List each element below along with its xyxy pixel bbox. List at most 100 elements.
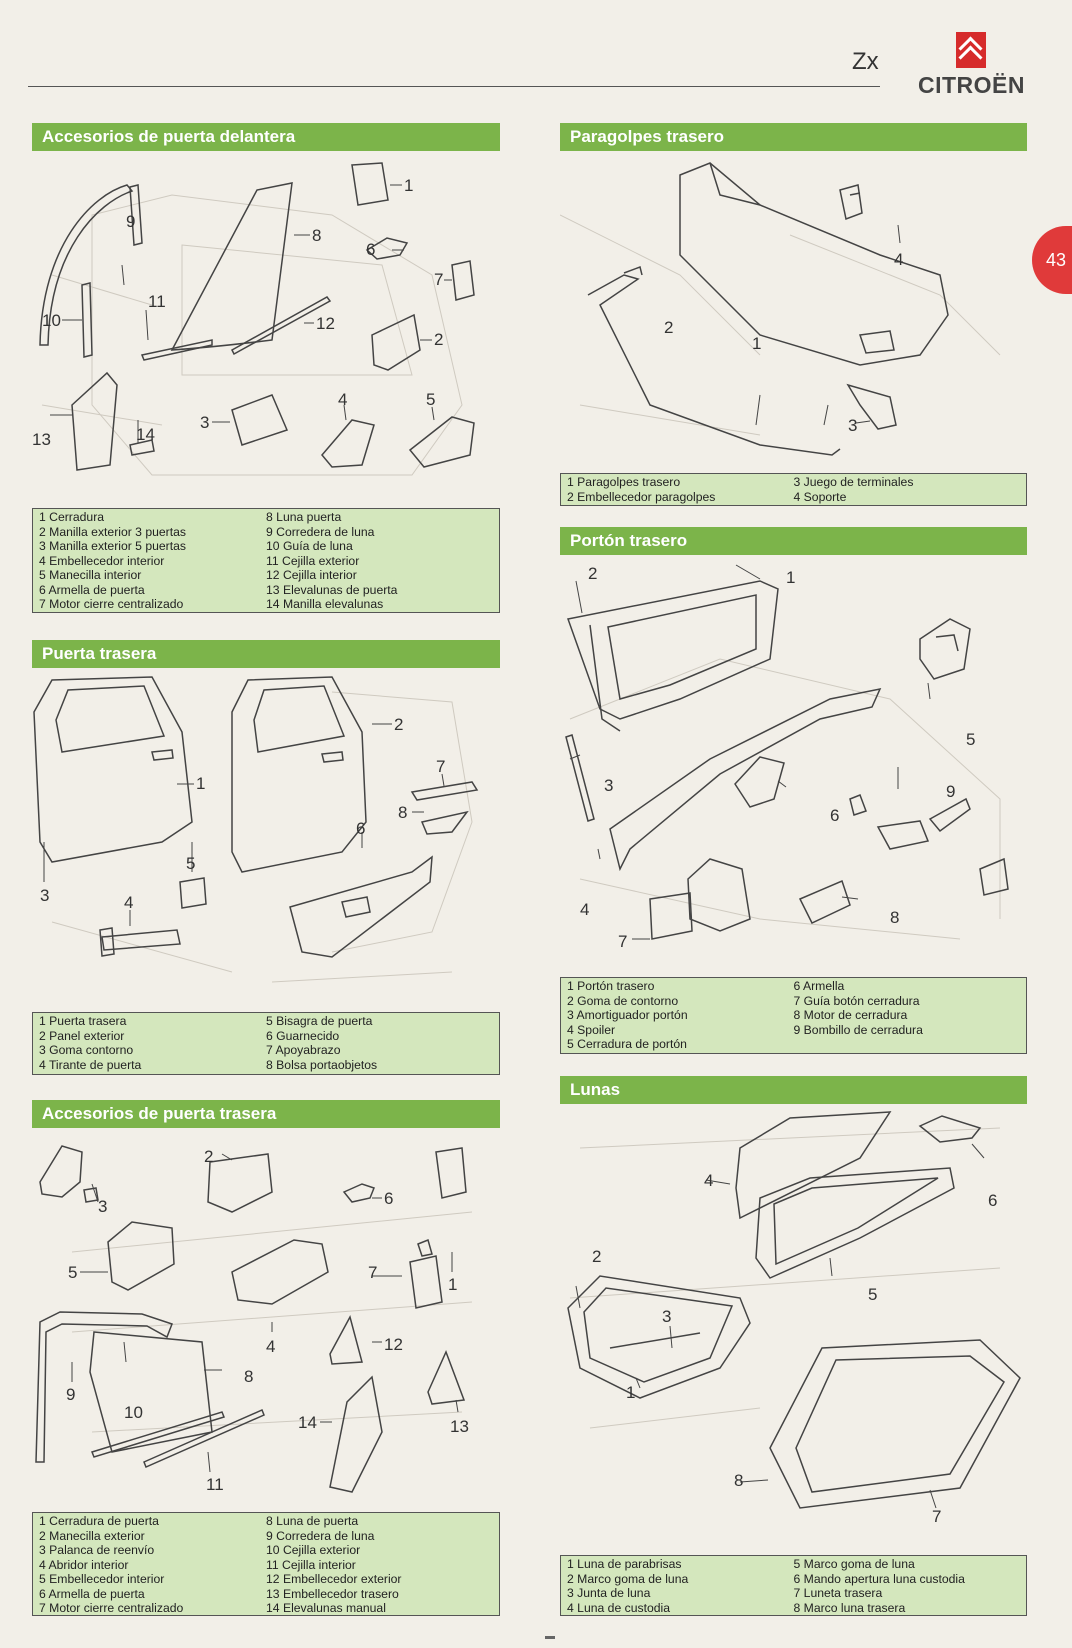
legend-item: 11 Cejilla exterior (266, 553, 360, 568)
legend-item: 4 Luna de custodia (567, 1600, 670, 1615)
callout-8: 8 (244, 1367, 253, 1386)
legend-item: 12 Cejilla interior (266, 568, 357, 582)
legend-column-left: 1 Cerradura 2 Manilla exterior 3 puertas… (39, 510, 266, 611)
callout-3: 3 (40, 886, 49, 905)
legend-item: 6 Armella de puerta (39, 1586, 145, 1601)
rear-bumper-diagram: 1 2 3 4 (560, 155, 1027, 469)
legend-item: 1 Paragolpes trasero (567, 475, 681, 489)
callout-9: 9 (66, 1385, 75, 1404)
legend-item: 1 Cerradura de puerta (39, 1514, 159, 1528)
callout-4: 4 (580, 900, 589, 919)
callout-6: 6 (830, 806, 839, 825)
legend-item: 4 Embellecedor interior (39, 553, 165, 568)
legend-column-left: 1 Cerradura de puerta 2 Manecilla exteri… (39, 1514, 266, 1615)
legend-item: 3 Manilla exterior 5 puertas (39, 539, 186, 553)
callout-7: 7 (368, 1263, 377, 1282)
legend-item: 2 Embellecedor paragolpes (567, 489, 716, 504)
legend-item: 5 Bisagra de puerta (266, 1014, 373, 1028)
legend-item: 7 Motor cierre centralizado (39, 1601, 184, 1615)
legend-item: 13 Elevalunas de puerta (266, 582, 398, 597)
legend-item: 2 Manilla exterior 3 puertas (39, 524, 186, 539)
callout-2: 2 (204, 1147, 213, 1166)
callout-10: 10 (42, 311, 61, 330)
legend-item: 11 Cejilla interior (266, 1557, 356, 1572)
section-title-rear-door-accessories: Accesorios de puerta trasera (32, 1100, 500, 1128)
legend-item: 8 Marco luna trasera (793, 1600, 906, 1615)
legend-item: 9 Bombillo de cerradura (793, 1022, 923, 1037)
callout-10: 10 (124, 1403, 143, 1422)
legend-item: 3 Palanca de reenvío (39, 1543, 155, 1557)
legend-item: 7 Motor cierre centralizado (39, 597, 184, 611)
legend-item: 4 Tirante de puerta (39, 1057, 142, 1072)
rear-door-accessories-diagram: 1 2 3 4 5 6 7 8 9 10 11 12 13 14 (32, 1132, 500, 1508)
legend-column-right: 5 Marco goma de luna 6 Mando apertura lu… (793, 1557, 1021, 1615)
legend-item: 1 Cerradura (39, 510, 105, 524)
rear-door-diagram: 1 2 3 4 5 6 7 8 (32, 672, 500, 1007)
legend-item: 5 Embellecedor interior (39, 1572, 165, 1586)
callout-2: 2 (588, 564, 597, 583)
legend-item: 8 Luna de puerta (266, 1514, 359, 1528)
legend-item: 5 Marco goma de luna (793, 1557, 915, 1571)
legend-item: 3 Juego de terminales (793, 475, 914, 489)
legend-item: 2 Panel exterior (39, 1028, 125, 1043)
callout-11: 11 (148, 292, 166, 311)
callout-1: 1 (448, 1275, 457, 1294)
legend-item: 14 Manilla elevalunas (266, 597, 384, 611)
callout-13: 13 (32, 430, 51, 449)
legend-item: 9 Corredera de luna (266, 1528, 375, 1543)
callout-9: 9 (126, 212, 135, 231)
callout-14: 14 (136, 425, 155, 444)
section-title-tailgate: Portón trasero (560, 527, 1027, 555)
legend-item: 12 Embellecedor exterior (266, 1572, 402, 1586)
legend-column-left: 1 Portón trasero 2 Goma de contorno 3 Am… (567, 979, 794, 1052)
callout-3: 3 (848, 416, 857, 435)
callout-13: 13 (450, 1417, 469, 1436)
legend-item: 3 Junta de luna (567, 1586, 651, 1600)
legend-item: 2 Goma de contorno (567, 993, 679, 1008)
callout-8: 8 (890, 908, 899, 927)
callout-7: 7 (434, 270, 443, 289)
legend-item: 1 Luna de parabrisas (567, 1557, 682, 1571)
legend-column-left: 1 Luna de parabrisas 2 Marco goma de lun… (567, 1557, 794, 1615)
legend-rear-door: 1 Puerta trasera 2 Panel exterior 3 Goma… (32, 1012, 500, 1075)
callout-5: 5 (868, 1285, 877, 1304)
chevron-logo-icon (956, 32, 986, 68)
callout-2: 2 (434, 330, 443, 349)
callout-7: 7 (932, 1507, 941, 1526)
callout-1: 1 (196, 774, 205, 793)
legend-item: 14 Elevalunas manual (266, 1601, 386, 1615)
legend-item: 4 Soporte (793, 489, 847, 504)
section-title-front-door-accessories: Accesorios de puerta delantera (32, 123, 500, 151)
callout-2: 2 (394, 715, 403, 734)
legend-item: 4 Spoiler (567, 1022, 616, 1037)
callout-6: 6 (356, 819, 365, 838)
glass-diagram: 1 2 3 4 5 6 7 8 (560, 1108, 1027, 1553)
front-door-accessories-diagram: 1 2 3 4 5 6 7 8 9 10 11 12 13 14 (32, 155, 500, 505)
legend-column-right: 3 Juego de terminales 4 Soporte (794, 475, 1021, 504)
callout-5: 5 (68, 1263, 77, 1282)
legend-item: 8 Bolsa portaobjetos (266, 1057, 378, 1072)
callout-4: 4 (704, 1171, 713, 1190)
callout-6: 6 (366, 240, 375, 259)
callout-1: 1 (626, 1383, 635, 1402)
section-title-rear-door: Puerta trasera (32, 640, 500, 668)
legend-item: 10 Cejilla exterior (266, 1543, 361, 1557)
legend-item: 13 Embellecedor trasero (266, 1586, 399, 1601)
legend-tailgate: 1 Portón trasero 2 Goma de contorno 3 Am… (560, 977, 1027, 1054)
legend-item: 7 Guía botón cerradura (793, 993, 920, 1008)
callout-4: 4 (124, 893, 133, 912)
callout-4: 4 (338, 390, 347, 409)
legend-rear-bumper: 1 Paragolpes trasero 2 Embellecedor para… (560, 473, 1027, 506)
brand-logo: CITROËN (918, 28, 1028, 98)
callout-6: 6 (988, 1191, 997, 1210)
header-rule (28, 86, 880, 87)
callout-2: 2 (592, 1247, 601, 1266)
legend-item: 6 Armella de puerta (39, 582, 145, 597)
callout-9: 9 (946, 782, 955, 801)
callout-1: 1 (752, 334, 761, 353)
callout-4: 4 (266, 1337, 275, 1356)
legend-item: 2 Marco goma de luna (567, 1571, 689, 1586)
legend-front-door-accessories: 1 Cerradura 2 Manilla exterior 3 puertas… (32, 508, 500, 613)
legend-item: 6 Armella (793, 979, 845, 993)
legend-item: 5 Cerradura de portón (567, 1037, 687, 1051)
